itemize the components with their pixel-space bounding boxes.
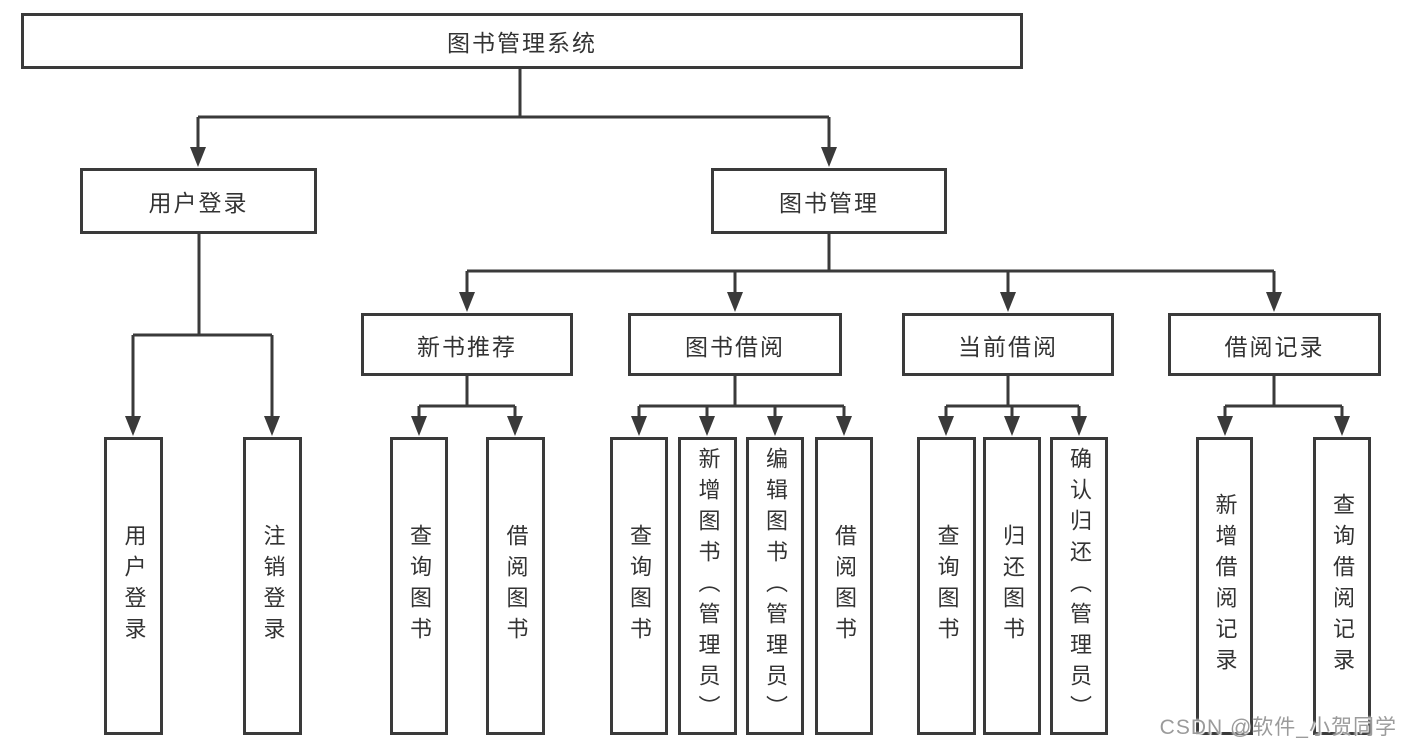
leaf-return-book: 归还图书 (983, 437, 1041, 735)
node-borrow-records: 借阅记录 (1168, 313, 1381, 376)
leaf-logout-label: 注销登录 (260, 524, 286, 648)
leaf-query-books-current-label: 查询图书 (934, 524, 960, 648)
leaf-borrow-books-label: 借阅图书 (832, 524, 857, 648)
leaf-return-book-label: 归还图书 (1000, 524, 1025, 648)
arrowhead-icon (1217, 416, 1233, 436)
leaf-borrow-books-recommend: 借阅图书 (486, 437, 545, 735)
leaf-add-borrow-record-label: 新增借阅记录 (1212, 493, 1238, 679)
leaf-query-borrow-record: 查询借阅记录 (1313, 437, 1371, 735)
arrowhead-icon (821, 147, 837, 167)
leaf-confirm-return-admin-label: 确认归还（管理员） (1067, 446, 1092, 726)
leaf-query-books-borrow-label: 查询图书 (627, 524, 652, 648)
node-current-borrow: 当前借阅 (902, 313, 1114, 376)
leaf-query-books-recommend: 查询图书 (390, 437, 448, 735)
arrowhead-icon (411, 416, 427, 436)
leaf-add-book-admin: 新增图书（管理员） (678, 437, 737, 735)
arrowhead-icon (631, 416, 647, 436)
leaf-edit-book-admin: 编辑图书（管理员） (746, 437, 804, 735)
leaf-query-books-recommend-label: 查询图书 (407, 524, 432, 648)
node-new-book-recommend: 新书推荐 (361, 313, 573, 376)
arrowhead-icon (1000, 292, 1016, 312)
node-book-borrow-label: 图书借阅 (685, 333, 785, 360)
leaf-logout: 注销登录 (243, 437, 302, 735)
leaf-add-borrow-record: 新增借阅记录 (1196, 437, 1253, 735)
node-book-borrow: 图书借阅 (628, 313, 842, 376)
arrowhead-icon (836, 416, 852, 436)
node-new-book-recommend-label: 新书推荐 (417, 333, 517, 360)
leaf-query-books-borrow: 查询图书 (610, 437, 668, 735)
leaf-borrow-books-recommend-label: 借阅图书 (503, 524, 529, 648)
leaf-add-book-admin-label: 新增图书（管理员） (695, 446, 721, 726)
leaf-borrow-books: 借阅图书 (815, 437, 873, 735)
arrowhead-icon (727, 292, 743, 312)
node-user-login-label: 用户登录 (148, 190, 249, 216)
node-current-borrow-label: 当前借阅 (958, 333, 1058, 360)
node-borrow-records-label: 借阅记录 (1224, 333, 1325, 360)
node-user-login: 用户登录 (80, 168, 317, 234)
leaf-query-borrow-record-label: 查询借阅记录 (1330, 493, 1355, 679)
arrowhead-icon (459, 292, 475, 312)
arrowhead-icon (1004, 416, 1020, 436)
arrowhead-icon (699, 416, 715, 436)
node-book-management-label: 图书管理 (779, 190, 879, 216)
leaf-user-login-label: 用户登录 (121, 524, 147, 648)
leaf-confirm-return-admin: 确认归还（管理员） (1050, 437, 1108, 735)
arrowhead-icon (938, 416, 954, 436)
arrowhead-icon (507, 416, 523, 436)
node-book-management: 图书管理 (711, 168, 947, 234)
arrowhead-icon (1334, 416, 1350, 436)
arrowhead-icon (190, 147, 206, 167)
leaf-query-books-current: 查询图书 (917, 437, 976, 735)
arrowhead-icon (1071, 416, 1087, 436)
arrowhead-icon (1266, 292, 1282, 312)
arrowhead-icon (125, 416, 141, 436)
node-root: 图书管理系统 (21, 13, 1023, 69)
arrowhead-icon (767, 416, 783, 436)
csdn-watermark: CSDN @软件_小贺同学 (1159, 716, 1397, 739)
node-root-label: 图书管理系统 (447, 30, 597, 56)
arrowhead-icon (264, 416, 280, 436)
leaf-edit-book-admin-label: 编辑图书（管理员） (763, 446, 788, 726)
leaf-user-login: 用户登录 (104, 437, 163, 735)
